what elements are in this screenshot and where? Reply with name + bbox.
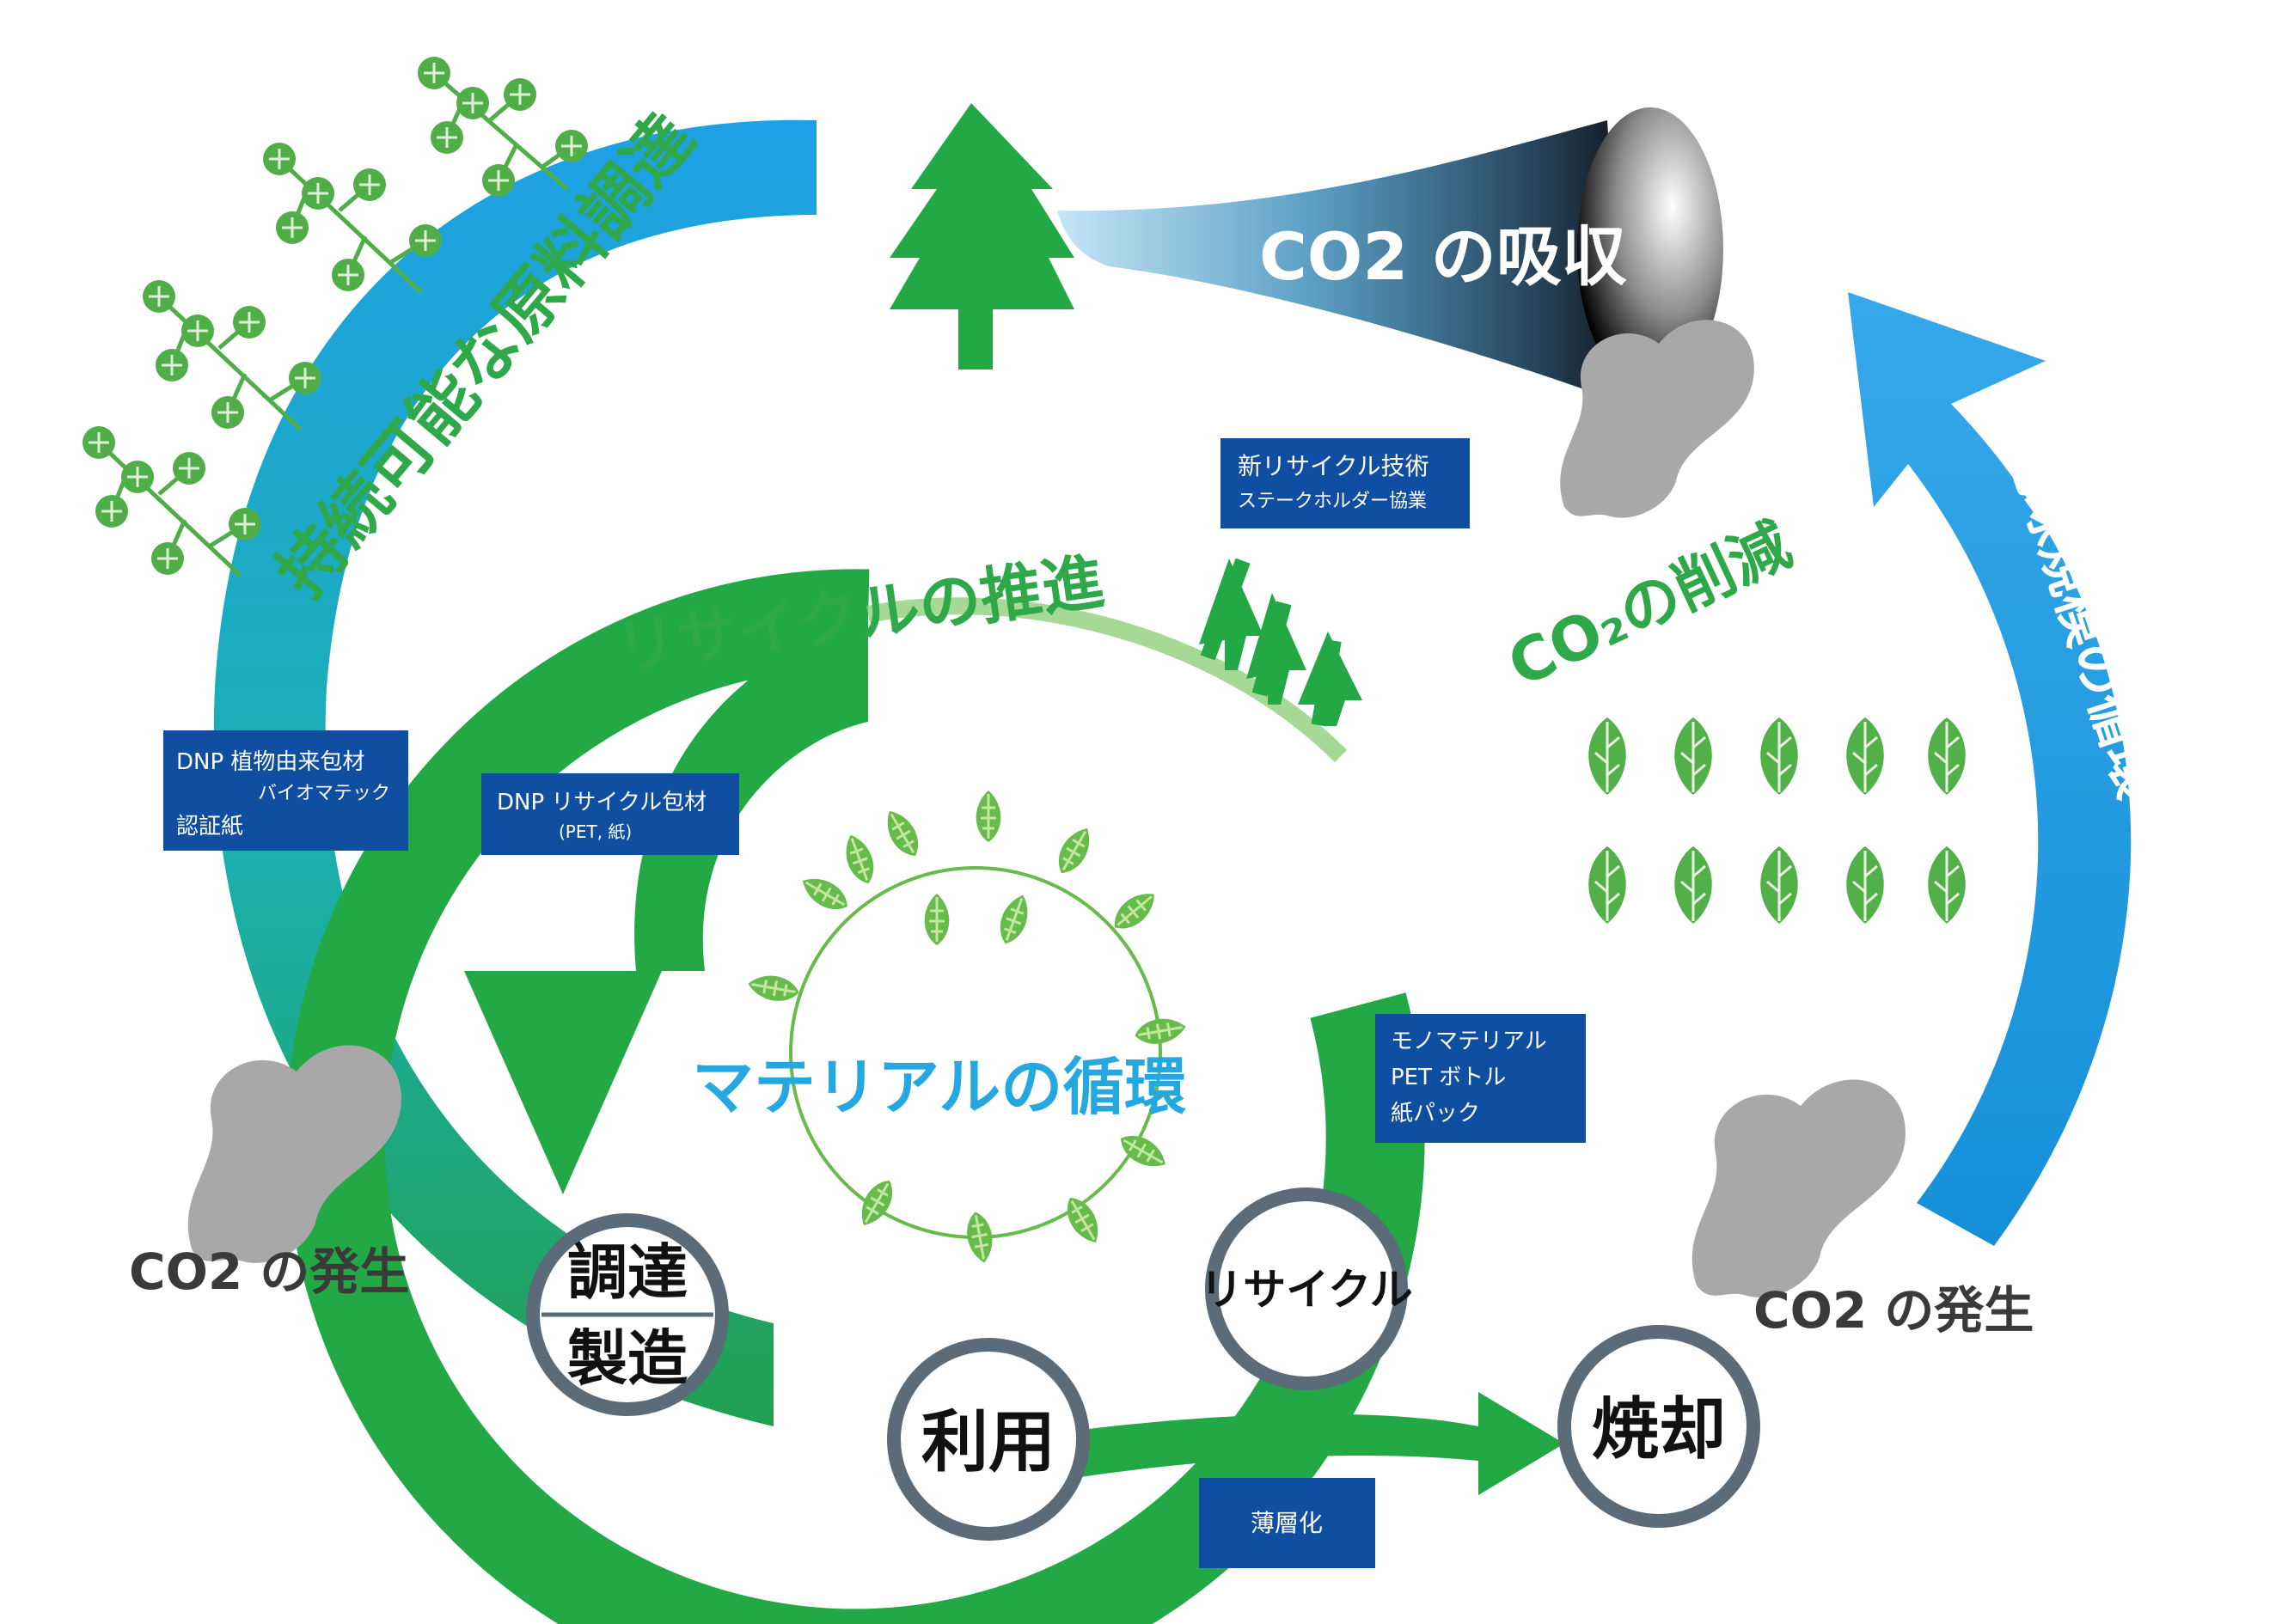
tree-icon xyxy=(890,103,1074,369)
node-recycle[interactable]: リサイクル xyxy=(1200,1187,1413,1390)
co2-emit-left-label: CO2 の発生 xyxy=(129,1242,409,1301)
vine-wreath-icon xyxy=(744,789,1190,1267)
ring-arrowhead-icon xyxy=(464,971,662,1194)
box-thin-layer-line1: 薄層化 xyxy=(1251,1509,1323,1537)
node-use-label: 利用 xyxy=(921,1404,1055,1481)
node-use[interactable]: 利用 xyxy=(887,1338,1090,1541)
box-thin-layer: 薄層化 xyxy=(1199,1478,1375,1568)
box-dnp-plant-line1: DNP 植物由来包材 xyxy=(176,749,364,775)
co2-reduce-label: CO₂の削減 xyxy=(1498,510,1802,701)
leaf-icon xyxy=(1587,716,1967,925)
co2-absorb-label: CO2 の吸収 xyxy=(1259,218,1627,295)
box-dnp-plant-line3: 認証紙 xyxy=(176,814,243,839)
node-manufacture-label: 製造 xyxy=(567,1323,688,1394)
box-dnp-recycle-line1: DNP リサイクル包材 xyxy=(497,790,707,815)
box-mono-line2: PET ボトル xyxy=(1391,1065,1506,1090)
to-incinerate-arrow-icon xyxy=(1074,1392,1564,1495)
box-mono-line3: 紙パック xyxy=(1391,1101,1480,1126)
sprig-icon xyxy=(81,55,590,577)
beam-lens xyxy=(1577,107,1723,391)
box-dnp-plant-line2: バイオマテック xyxy=(258,783,390,804)
node-procure-manufacture[interactable]: 調達 製造 xyxy=(526,1213,729,1416)
node-procure-label: 調達 xyxy=(567,1237,688,1308)
box-mono-line1: モノマテリアル xyxy=(1391,1029,1547,1054)
box-new-recycle-line2: ステークホルダー協業 xyxy=(1238,491,1427,512)
material-cycle-label: マテリアルの循環 xyxy=(692,1051,1186,1123)
box-dnp-plant: DNP 植物由来包材 バイオマテック 認証紙 xyxy=(163,730,408,851)
box-dnp-recycle-line2: (PET, 紙) xyxy=(559,821,632,842)
box-mono-material: モノマテリアル PET ボトル 紙パック xyxy=(1375,1014,1586,1143)
recycle-ring xyxy=(285,569,1425,1624)
ring-arrow-shaft xyxy=(634,619,868,971)
co2-absorb-beam xyxy=(1057,120,1624,404)
global-cycle-arrow xyxy=(1848,292,2132,1246)
co2-emit-right-label: CO2 の発生 xyxy=(1753,1281,2034,1340)
recycle-ring-inner-highlight xyxy=(866,597,1348,763)
node-incinerate[interactable]: 焼却 xyxy=(1557,1325,1760,1528)
node-recycle-label: リサイクル xyxy=(1200,1265,1413,1315)
box-new-recycle-line1: 新リサイクル技術 xyxy=(1238,452,1429,480)
box-dnp-recycle: DNP リサイクル包材 (PET, 紙) xyxy=(481,773,739,855)
up-arrows-icon xyxy=(1199,558,1362,727)
node-incinerate-label: 焼却 xyxy=(1592,1391,1726,1468)
box-new-recycle: 新リサイクル技術 ステークホルダー協業 xyxy=(1220,438,1470,528)
